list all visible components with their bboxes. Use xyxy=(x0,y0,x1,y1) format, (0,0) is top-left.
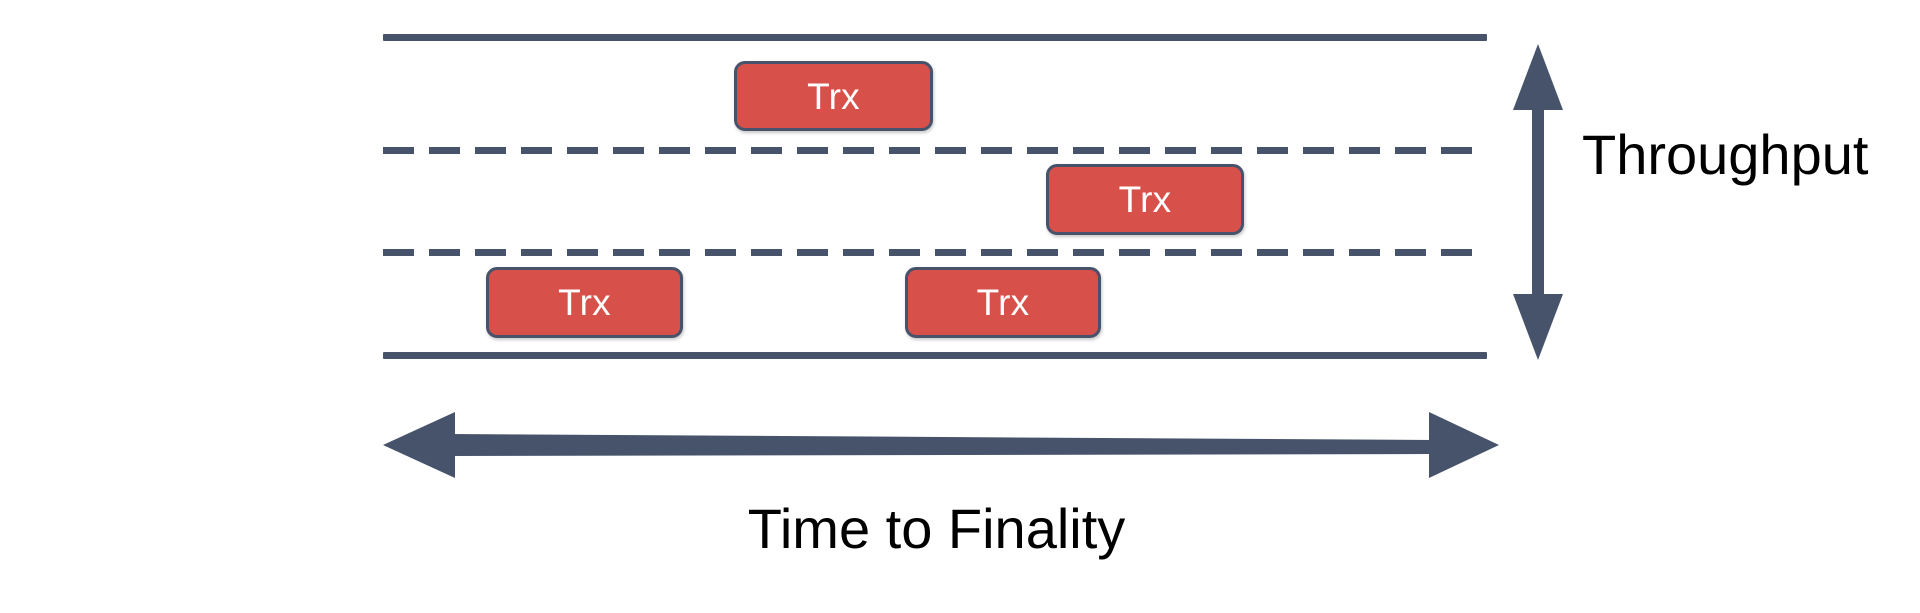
lane-boundary-bottom xyxy=(383,352,1487,359)
transaction-block[interactable]: Trx xyxy=(905,267,1101,338)
transaction-block[interactable]: Trx xyxy=(1046,164,1244,235)
transaction-block[interactable]: Trx xyxy=(486,267,683,338)
lane-boundary-top xyxy=(383,34,1487,41)
lane-divider-upper xyxy=(383,147,1487,154)
axis-label-throughput: Throughput xyxy=(1582,123,1869,186)
double-headed-vertical-arrow-icon xyxy=(1507,44,1569,360)
transaction-block[interactable]: Trx xyxy=(734,61,933,131)
double-headed-horizontal-arrow-icon xyxy=(383,404,1499,486)
axis-label-time-to-finality: Time to Finality xyxy=(747,497,1126,560)
lane-divider-lower xyxy=(383,249,1487,256)
